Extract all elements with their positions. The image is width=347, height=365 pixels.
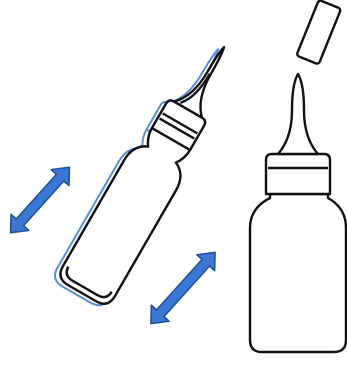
tilted-dropper-bottle: [51, 30, 250, 311]
cap-cylinder: [296, 0, 341, 64]
bottle-body: [250, 194, 346, 352]
arrow-shape: [2, 159, 79, 240]
upright-dropper-bottle: [250, 74, 346, 352]
arrow-shape: [142, 244, 224, 331]
shake-arrow-icon: [2, 159, 79, 240]
bottle-outline: [56, 32, 250, 308]
shake-arrow-icon: [142, 244, 224, 331]
removed-cap: [296, 0, 341, 64]
bottle-cap: [266, 154, 330, 194]
dropper-tip: [278, 74, 318, 154]
